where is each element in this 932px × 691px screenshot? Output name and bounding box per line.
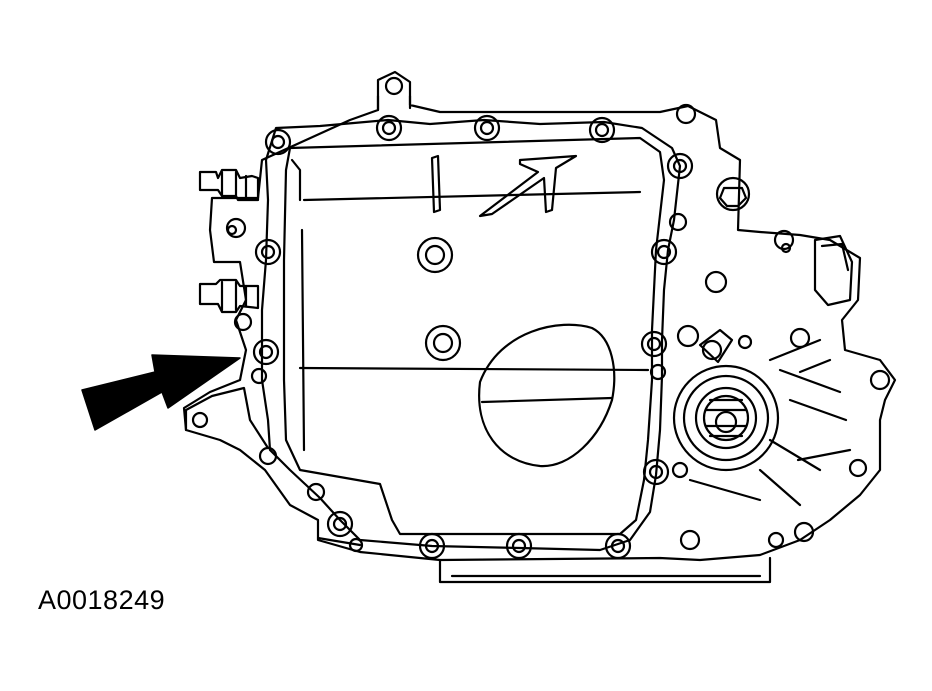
figure-id-label: A0018249: [38, 585, 166, 615]
bolt: [375, 114, 403, 142]
bolt: [666, 152, 694, 180]
cooler-line-fittings: [198, 168, 260, 314]
bolt: [505, 532, 533, 560]
bolt: [252, 338, 280, 366]
oil-pan: [282, 136, 666, 536]
bolt: [640, 330, 668, 358]
bolt: [588, 116, 616, 144]
bolt: [604, 532, 632, 560]
bolt: [418, 532, 446, 560]
bolt: [473, 114, 501, 142]
bolt: [264, 128, 292, 156]
bolt: [649, 363, 667, 381]
bolt: [650, 238, 678, 266]
bolt: [326, 510, 354, 538]
bolt: [254, 238, 282, 266]
oil-pan-gasket: [260, 118, 682, 552]
bolt: [348, 537, 364, 553]
bolt: [306, 482, 326, 502]
oil-pan-bolts: [252, 114, 694, 560]
bolt: [258, 446, 278, 466]
arrow-icon: [81, 354, 241, 431]
transaxle-case: [182, 70, 897, 584]
bolt: [642, 458, 670, 486]
bolt: [668, 212, 688, 232]
